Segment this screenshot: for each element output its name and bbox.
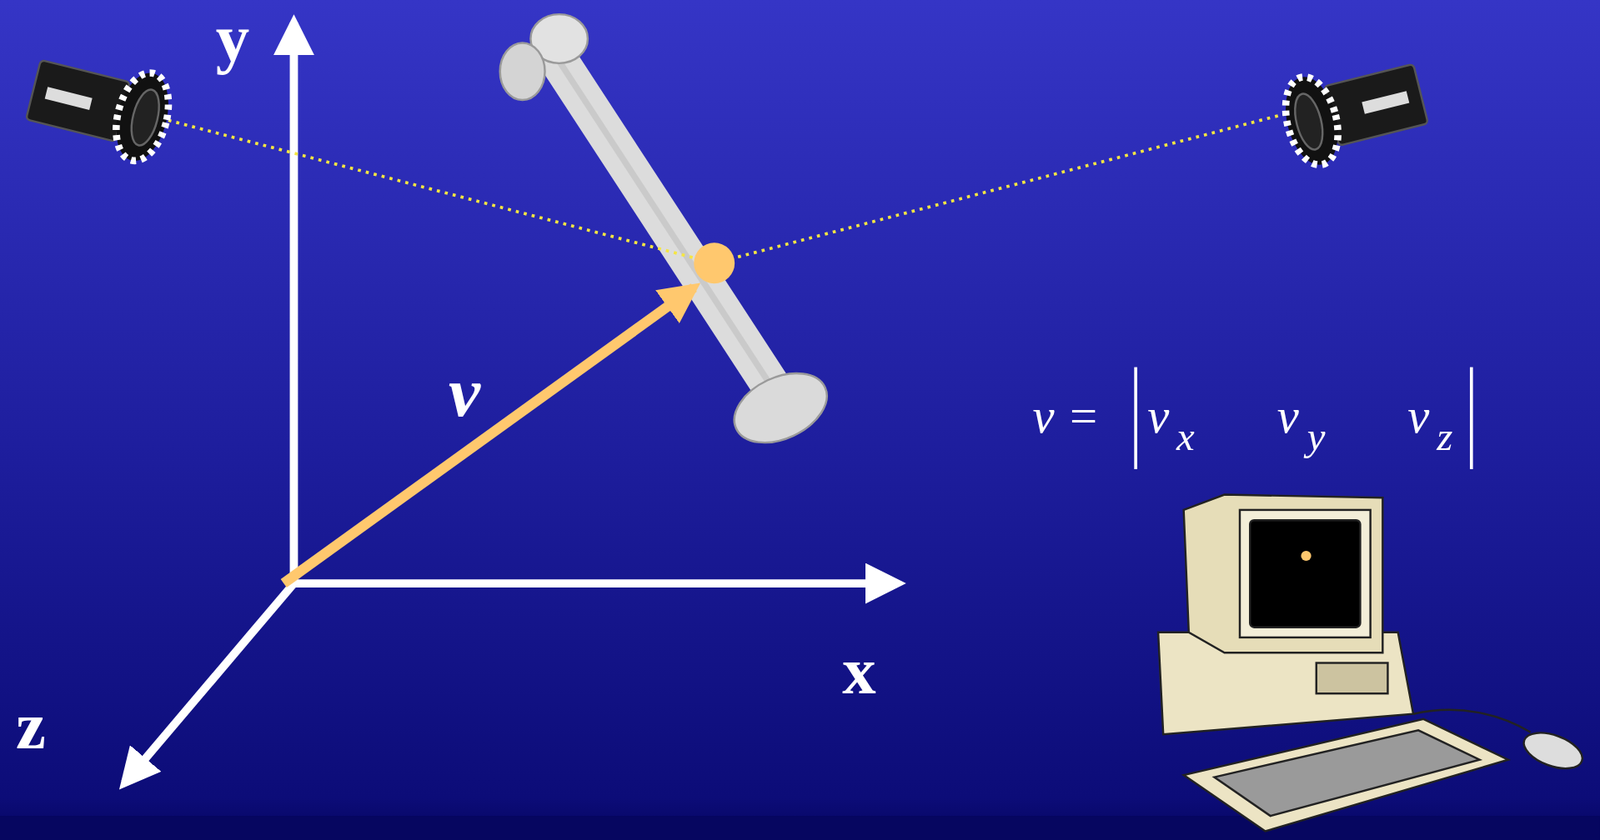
camera-body	[1324, 64, 1429, 146]
screen-dot	[1300, 551, 1311, 562]
drive-bay	[1316, 663, 1389, 695]
femur-trochanter	[500, 42, 546, 101]
vector-label: v	[448, 356, 481, 429]
sight-line	[714, 107, 1312, 264]
vector-bar	[1469, 367, 1474, 470]
keyboard	[1183, 719, 1509, 833]
vector-bar	[1133, 367, 1138, 470]
axis-label: z	[15, 692, 46, 761]
marker-dot	[693, 242, 735, 284]
monitor-bezel	[1239, 510, 1371, 638]
equation-subscript: x	[1176, 416, 1195, 457]
monitor	[1183, 495, 1384, 654]
camera	[1277, 50, 1432, 171]
keys	[1213, 730, 1480, 817]
femur-shade	[559, 60, 776, 393]
axis-label: y	[215, 5, 250, 73]
equation-text: v	[1407, 391, 1430, 442]
equation-text: v	[1147, 391, 1169, 442]
equation-subscript: y	[1307, 416, 1326, 457]
screen	[1249, 520, 1360, 628]
camera-lens	[126, 86, 165, 149]
equation-text: v	[1277, 391, 1300, 442]
sight-line	[168, 120, 715, 263]
camera-ring	[107, 67, 177, 167]
femur-condyles	[722, 359, 838, 457]
camera-plate	[45, 86, 93, 111]
mouse-cable	[1413, 710, 1531, 733]
axis-label: x	[842, 637, 876, 706]
camera	[22, 45, 177, 166]
femur-shaft	[559, 60, 776, 393]
camera-lens	[1289, 90, 1328, 153]
computer	[1158, 495, 1587, 833]
equation-subscript: z	[1436, 416, 1453, 457]
x-axis	[290, 579, 898, 588]
camera-plate	[1361, 90, 1410, 115]
position-vector	[283, 287, 694, 584]
equation-text: v =	[1033, 391, 1100, 442]
z-axis	[124, 583, 294, 784]
camera-ring	[1277, 71, 1347, 171]
bottom-band	[0, 816, 1600, 840]
mouse	[1519, 726, 1588, 777]
y-axis	[290, 22, 299, 587]
